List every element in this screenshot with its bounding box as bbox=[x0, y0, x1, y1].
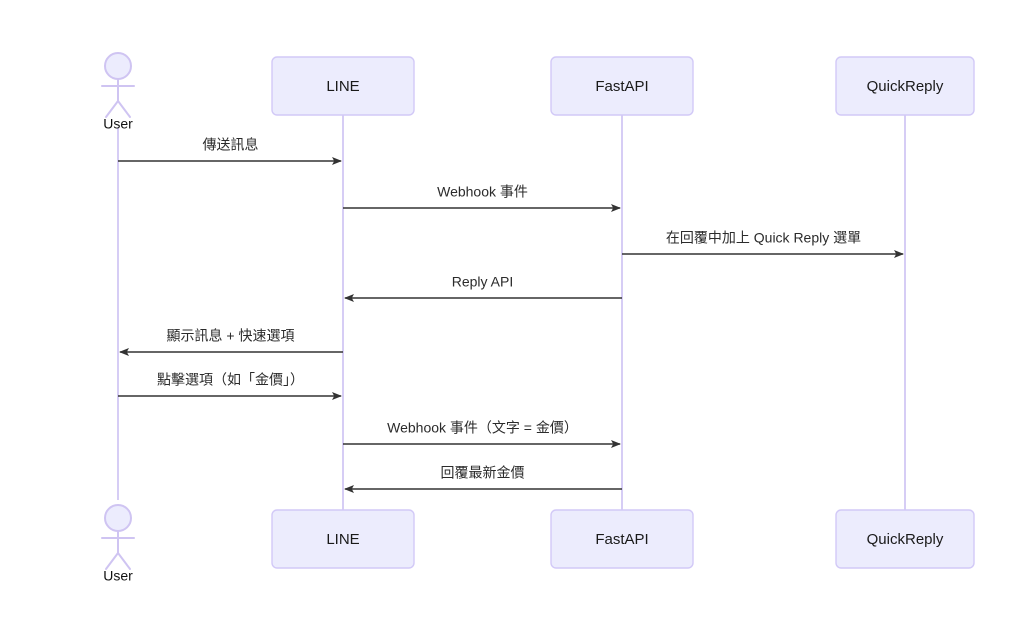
participant-label-line: LINE bbox=[326, 531, 359, 548]
participant-top-line[interactable]: LINE bbox=[271, 56, 415, 116]
message-4[interactable]: Reply API bbox=[344, 274, 622, 302]
participant-bottom-line[interactable]: LINE bbox=[271, 509, 415, 569]
message-label: Reply API bbox=[452, 274, 513, 290]
message-8[interactable]: 回覆最新金價 bbox=[344, 465, 622, 493]
participant-label-quickreply: QuickReply bbox=[867, 78, 944, 95]
participant-label-fastapi: FastAPI bbox=[595, 531, 648, 548]
participant-top-quickreply[interactable]: QuickReply bbox=[835, 56, 975, 116]
participants-top-group: User LINE FastAPI QuickReply bbox=[101, 52, 975, 132]
participant-bottom-user[interactable]: User bbox=[101, 504, 135, 584]
participant-label-line: LINE bbox=[326, 78, 359, 95]
message-6[interactable]: 點擊選項（如「金價」） bbox=[118, 372, 342, 400]
participant-label-fastapi: FastAPI bbox=[595, 78, 648, 95]
message-label: Webhook 事件（文字 = 金價） bbox=[387, 420, 578, 436]
participant-label-quickreply: QuickReply bbox=[867, 531, 944, 548]
message-5[interactable]: 顯示訊息 + 快速選項 bbox=[119, 328, 343, 356]
message-label: 點擊選項（如「金價」） bbox=[157, 372, 304, 388]
message-7[interactable]: Webhook 事件（文字 = 金價） bbox=[343, 420, 621, 448]
participant-bottom-fastapi[interactable]: FastAPI bbox=[550, 509, 694, 569]
participant-label-user: User bbox=[103, 116, 133, 132]
participant-bottom-quickreply[interactable]: QuickReply bbox=[835, 509, 975, 569]
participant-top-fastapi[interactable]: FastAPI bbox=[550, 56, 694, 116]
message-label: 在回覆中加上 Quick Reply 選單 bbox=[666, 230, 861, 246]
actor-icon bbox=[101, 52, 135, 118]
actor-icon bbox=[101, 504, 135, 570]
participant-top-user[interactable]: User bbox=[101, 52, 135, 132]
lifelines-group bbox=[117, 115, 906, 510]
participant-label-user: User bbox=[103, 568, 133, 584]
message-2[interactable]: Webhook 事件 bbox=[343, 184, 621, 212]
message-label: Webhook 事件 bbox=[437, 184, 528, 200]
message-label: 顯示訊息 + 快速選項 bbox=[167, 328, 295, 344]
message-3[interactable]: 在回覆中加上 Quick Reply 選單 bbox=[622, 230, 904, 258]
message-label: 回覆最新金價 bbox=[441, 465, 525, 481]
participants-bottom-group: User LINE FastAPI QuickReply bbox=[101, 504, 975, 584]
message-label: 傳送訊息 bbox=[203, 137, 259, 153]
message-1[interactable]: 傳送訊息 bbox=[118, 137, 342, 165]
